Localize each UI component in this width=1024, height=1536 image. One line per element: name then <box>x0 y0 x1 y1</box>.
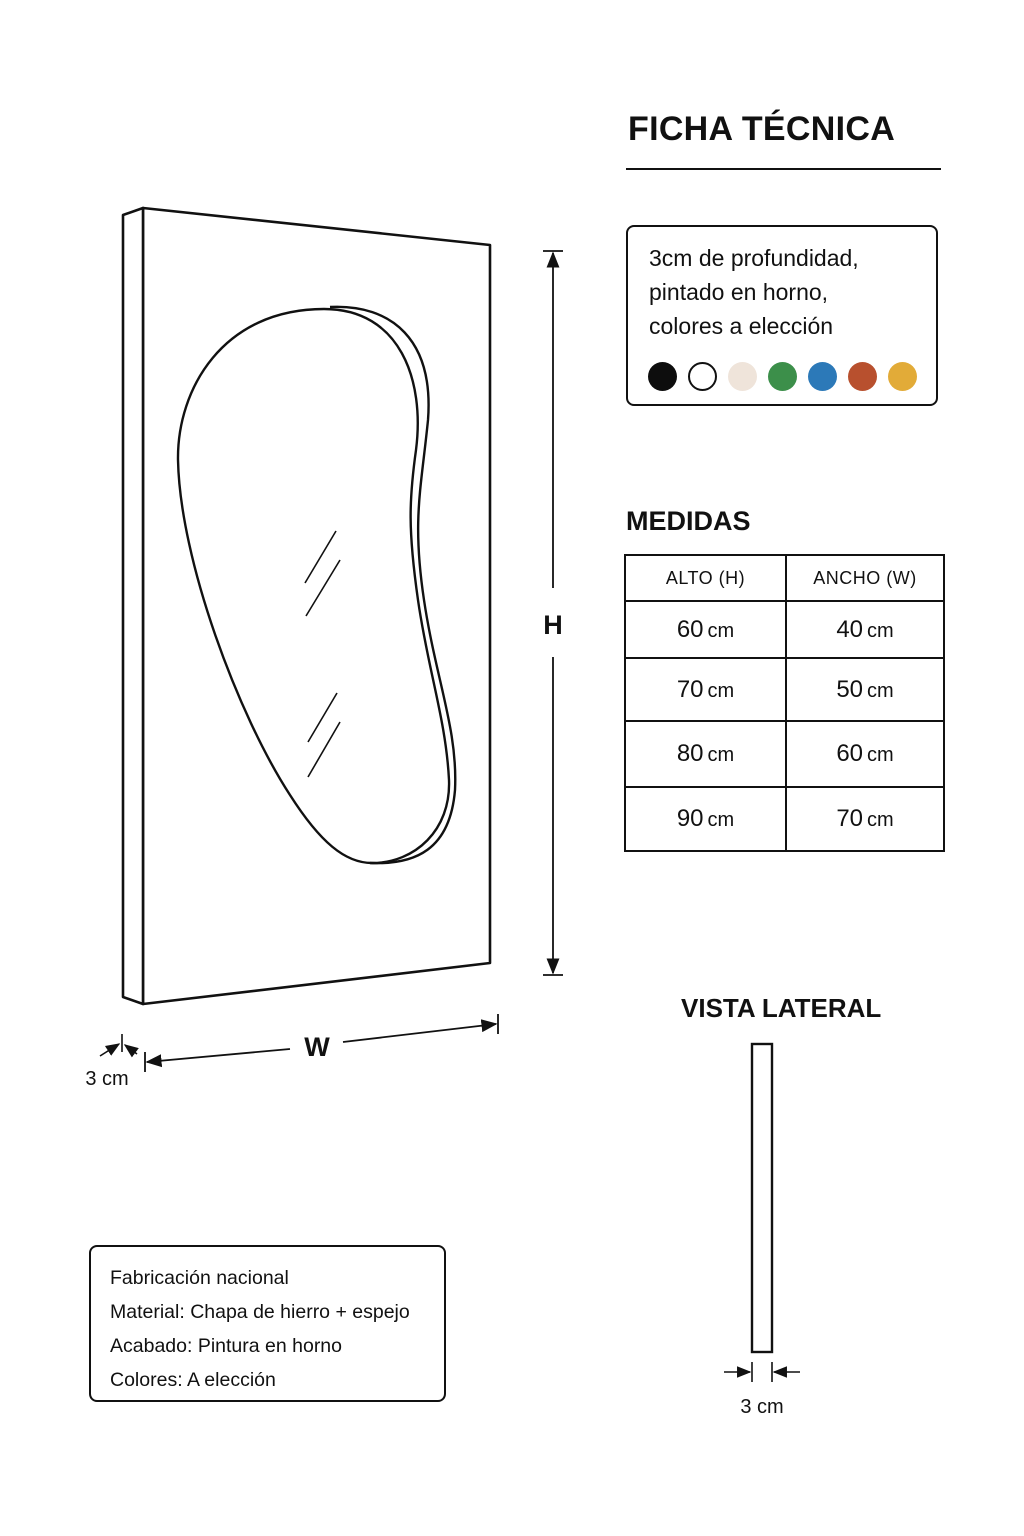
cell-value: 60 <box>676 615 704 643</box>
mirror-frame-back <box>329 305 457 865</box>
panel-front-face <box>141 206 492 1006</box>
cell-value: 50 <box>836 675 864 703</box>
depth-dimension <box>99 1034 139 1058</box>
cell-unit: cm <box>707 744 735 766</box>
cream-swatch-icon <box>728 362 757 391</box>
cell-unit: cm <box>707 809 735 831</box>
depth-label: 3 cm <box>85 1068 128 1090</box>
yellow-swatch-icon <box>888 362 917 391</box>
cell-value: 80 <box>676 740 704 767</box>
mirror-panel <box>121 206 492 1006</box>
kidney-mirror <box>176 305 457 865</box>
column-header-ancho: ANCHO (W) <box>785 554 945 602</box>
cell-unit: cm <box>867 619 894 642</box>
blue-swatch-icon <box>808 362 837 391</box>
panel-edge-face <box>121 206 145 1006</box>
height-label: H <box>543 610 563 640</box>
cell-value: 90 <box>676 805 704 832</box>
width-dimension <box>144 1014 499 1072</box>
description-line: pintado en horno, <box>649 279 829 305</box>
cell-unit: cm <box>867 809 894 831</box>
cell-value: 70 <box>676 675 704 703</box>
side-depth-dimension <box>724 1362 800 1382</box>
width-label: W <box>304 1032 330 1062</box>
page-title: FICHA TÉCNICA <box>628 110 896 148</box>
side-depth-label: 3 cm <box>740 1396 783 1418</box>
table-header-row: ALTO (H) ANCHO (W) <box>624 554 945 602</box>
info-box: Fabricación nacional Material: Chapa de … <box>89 1245 446 1402</box>
info-line: Acabado: Pintura en horno <box>110 1335 343 1357</box>
height-dimension <box>543 250 563 976</box>
info-line: Material: Chapa de hierro + espejo <box>110 1301 410 1323</box>
title-divider <box>626 168 941 170</box>
description-box: 3cm de profundidad, pintado en horno, co… <box>626 225 938 406</box>
side-view-profile <box>750 1042 774 1354</box>
black-swatch-icon <box>648 362 677 391</box>
cell-unit: cm <box>707 619 735 642</box>
mirror-outline <box>176 307 451 865</box>
cell-unit: cm <box>707 679 735 702</box>
cell-unit: cm <box>867 679 894 702</box>
mirror-reflection-icon <box>304 530 341 778</box>
medidas-heading: MEDIDAS <box>626 506 751 536</box>
color-swatches <box>648 362 917 391</box>
description-line: colores a elección <box>649 313 834 339</box>
side-view-heading: VISTA LATERAL <box>681 993 882 1023</box>
column-header-alto: ALTO (H) <box>624 554 787 602</box>
cell-value: 60 <box>836 740 864 767</box>
orange-swatch-icon <box>848 362 877 391</box>
cell-value: 70 <box>836 805 864 832</box>
description-line: 3cm de profundidad, <box>649 245 859 271</box>
info-line: Fabricación nacional <box>110 1267 289 1289</box>
cell-value: 40 <box>836 615 864 643</box>
green-swatch-icon <box>768 362 797 391</box>
info-line: Colores: A elección <box>110 1369 276 1391</box>
cell-unit: cm <box>867 744 894 766</box>
white-swatch-icon <box>688 362 717 391</box>
